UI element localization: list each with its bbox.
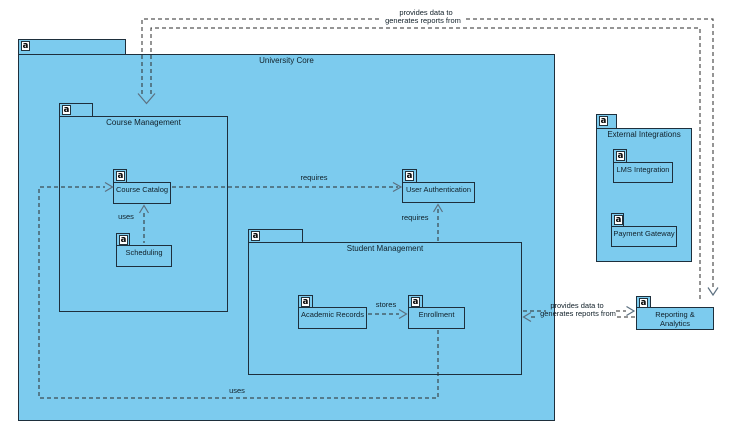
component-scheduling-label: Scheduling [125,248,163,257]
a-icon: a [405,171,414,181]
component-course-catalog[interactable]: Course Catalog [113,182,171,204]
connector-label-stores: stores [375,300,397,309]
component-academic-records[interactable]: Academic Records [298,307,367,329]
connector-label-uses-inner: uses [118,212,134,221]
component-payment-gateway-tab[interactable]: a [611,213,624,227]
connector-label-right-provides: provides data to [550,301,604,310]
package-student-management-tab[interactable]: a [248,229,303,243]
a-icon: a [116,171,125,181]
package-university-core-tab[interactable]: a [18,39,126,55]
package-course-management[interactable]: Course Management [59,116,228,312]
component-academic-records-label: Academic Records [301,310,364,319]
package-course-management-title: Course Management [106,118,181,127]
component-user-authentication[interactable]: User Authentication [402,182,475,203]
connector-label-requires-horizontal: requires [300,173,328,182]
component-scheduling[interactable]: Scheduling [116,245,172,267]
arrowhead-down-into-reporting-analytics [707,287,719,297]
component-lms-integration[interactable]: LMS Integration [613,162,673,183]
a-icon: a [599,116,608,126]
component-user-authentication-label: User Authentication [405,185,472,194]
package-course-management-tab[interactable]: a [59,103,93,117]
a-icon: a [411,297,420,307]
a-icon: a [616,151,625,161]
package-university-core-title: University Core [259,56,314,65]
a-icon: a [301,297,310,307]
package-external-integrations-tab[interactable]: a [596,114,617,129]
component-payment-gateway-label: Payment Gateway [613,229,675,238]
a-icon: a [21,41,30,51]
package-external-integrations-title: External Integrations [607,130,681,139]
connector-label-top-generates: generates reports from [385,16,461,25]
connector-label-uses-outer: uses [229,386,245,395]
a-icon: a [62,105,71,115]
component-lms-integration-tab[interactable]: a [613,149,627,163]
package-student-management-title: Student Management [346,244,424,253]
component-enrollment[interactable]: Enrollment [408,307,465,329]
component-user-authentication-tab[interactable]: a [402,169,417,183]
component-reporting-analytics-label-line1: Reporting & [655,310,695,319]
component-reporting-analytics-label-line2: Analytics [659,319,690,328]
component-reporting-analytics[interactable]: Reporting & Analytics [636,307,714,330]
a-icon: a [119,235,128,245]
component-course-catalog-label: Course Catalog [115,185,169,194]
connector-label-right-generates: generates reports from [540,309,616,318]
arrowhead-right-into-reporting-analytics [626,305,636,317]
component-lms-integration-label: LMS Integration [616,165,670,174]
connector-label-requires-vertical: requires [401,213,429,222]
a-icon: a [251,231,260,241]
connector-label-top-provides: provides data to [399,8,453,17]
component-enrollment-label: Enrollment [418,310,455,319]
a-icon: a [614,215,623,225]
component-course-catalog-tab[interactable]: a [113,169,127,183]
component-payment-gateway[interactable]: Payment Gateway [611,226,677,247]
